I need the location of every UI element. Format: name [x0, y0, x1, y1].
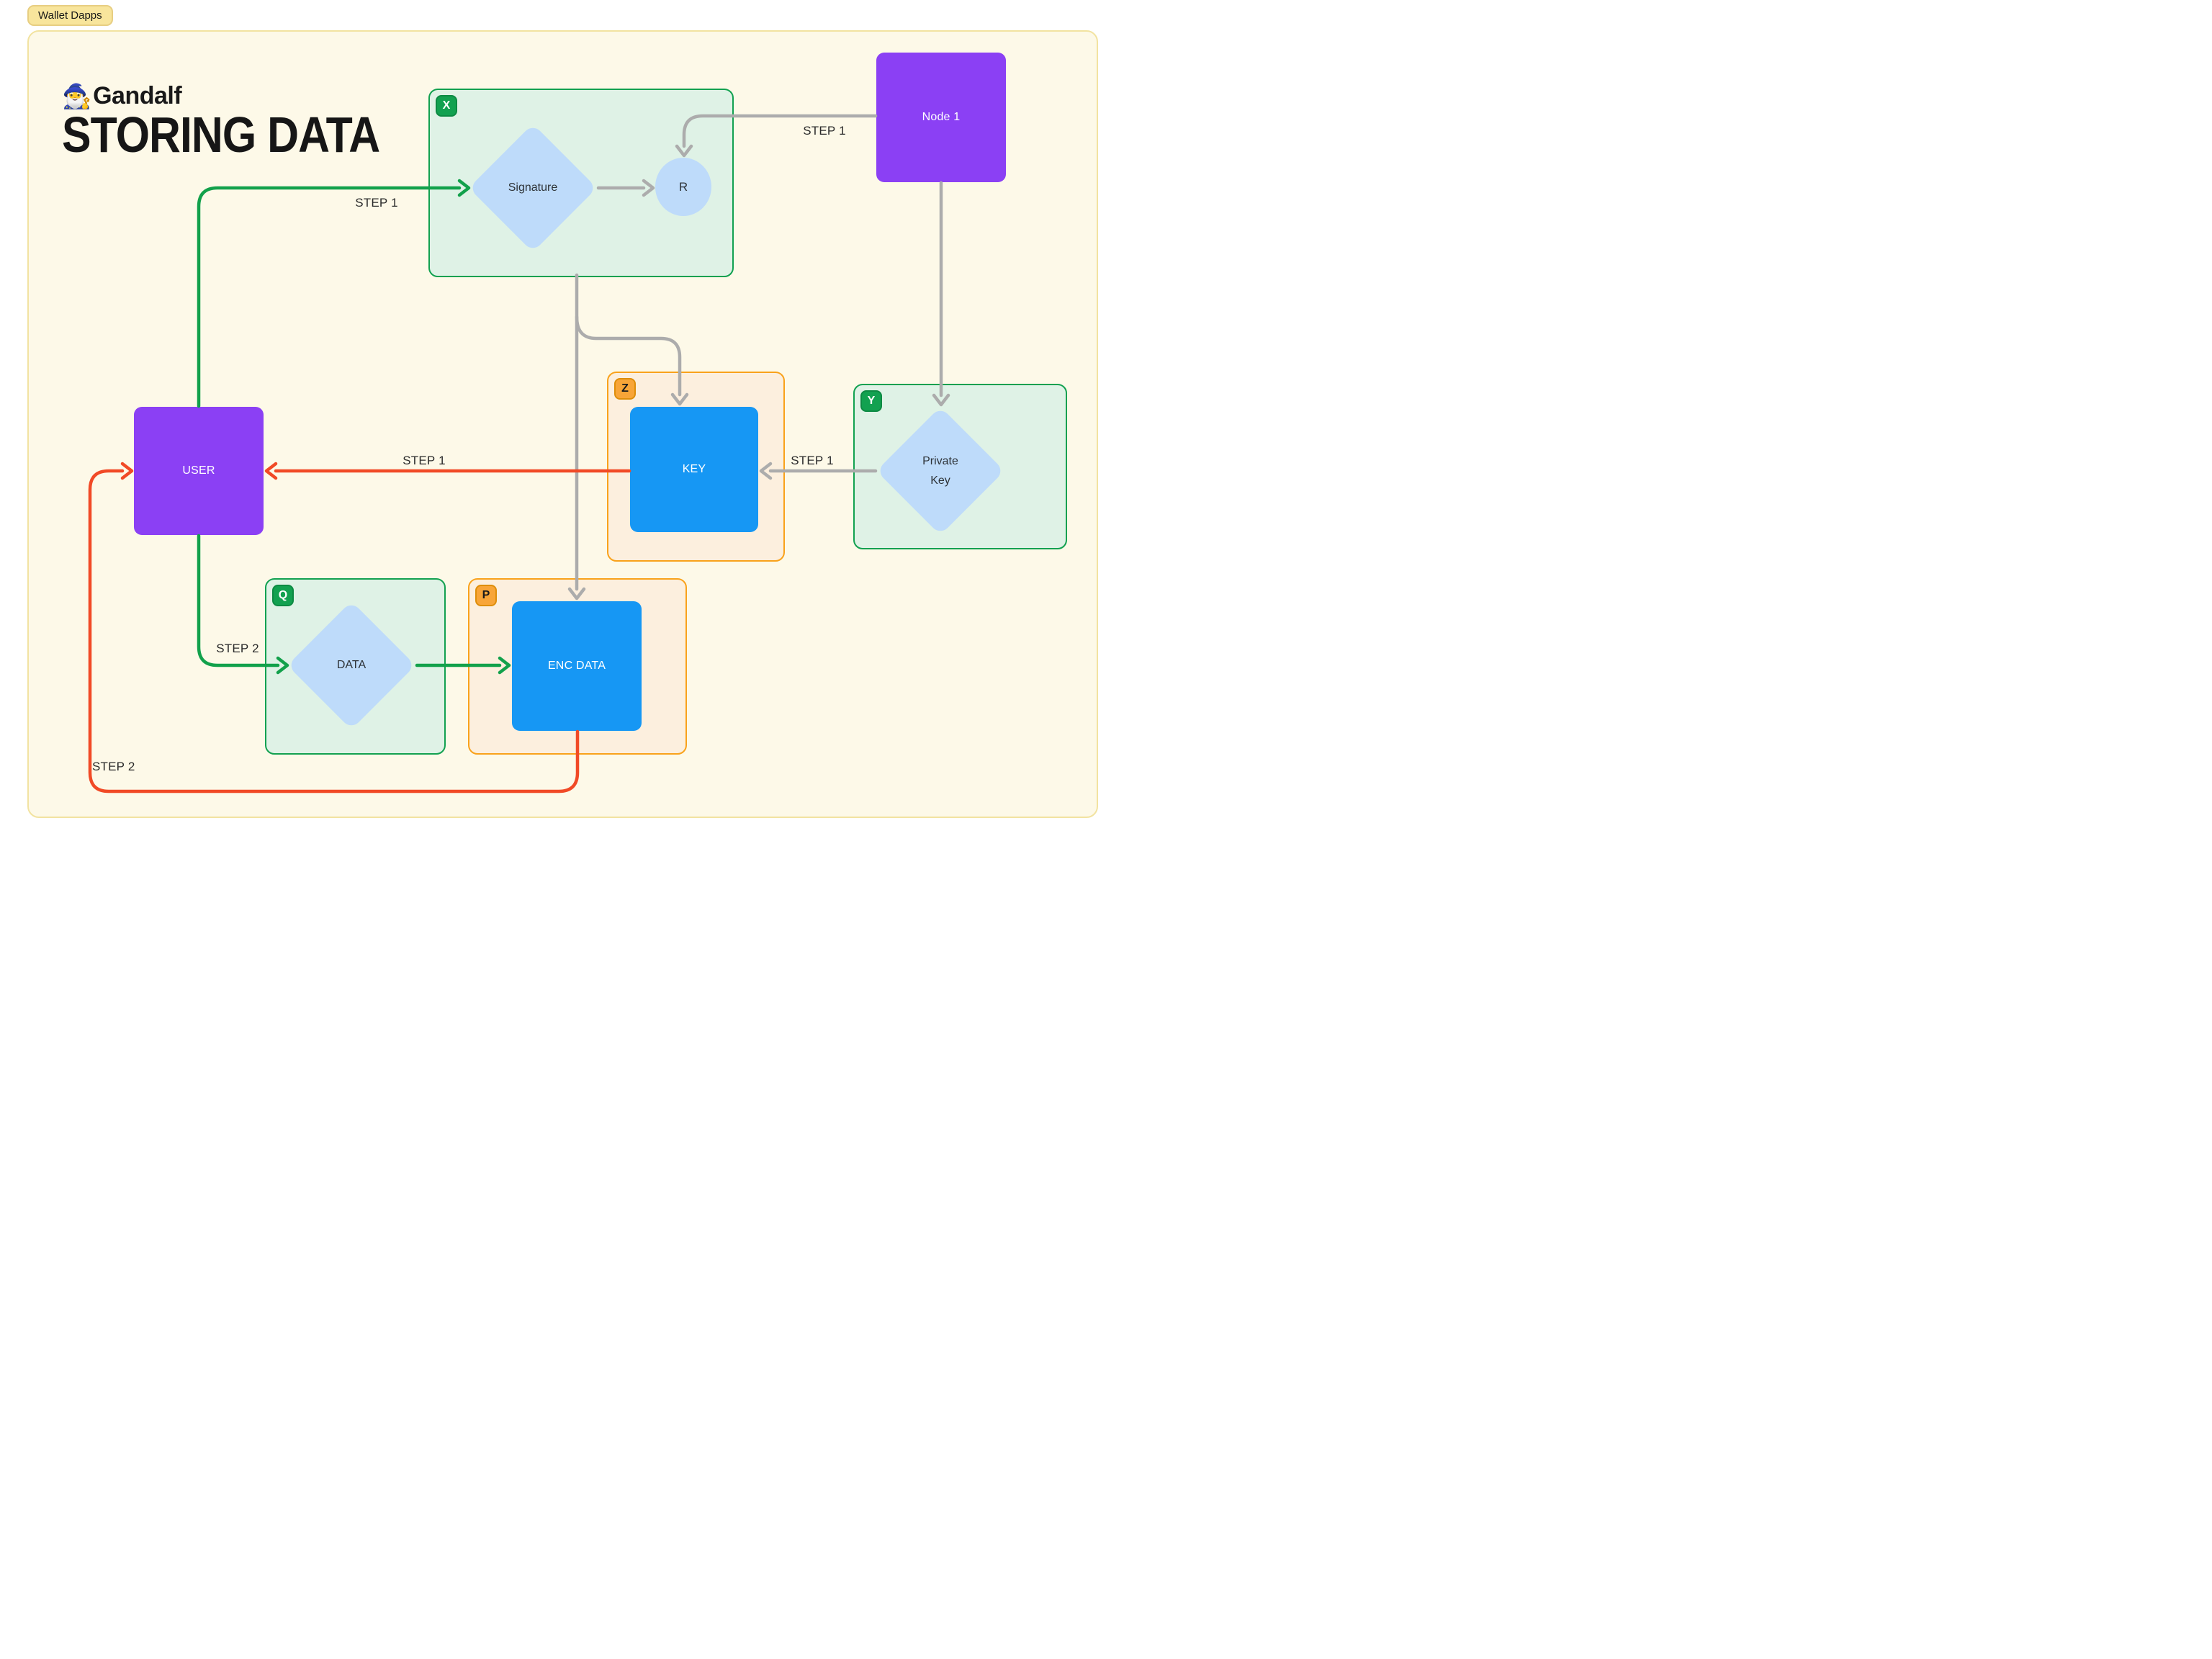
node-r[interactable]: R [655, 158, 711, 216]
node-node1[interactable]: Node 1 [876, 53, 1006, 182]
label-step1-key-user[interactable]: STEP 1 [403, 454, 446, 467]
frame-q-badge[interactable]: Q [272, 585, 294, 606]
page-title: STORING DATA [62, 107, 380, 163]
private-key-label: Private Key [922, 454, 958, 487]
label-step2-encdata-user[interactable]: STEP 2 [92, 760, 135, 773]
wizard-emoji-icon: 🧙‍♂️ [62, 82, 92, 109]
node-signature[interactable]: Signature [468, 123, 598, 253]
frame-y-badge[interactable]: Y [860, 390, 882, 412]
node-data[interactable]: DATA [287, 601, 416, 730]
label-step1-user-signature[interactable]: STEP 1 [355, 196, 398, 210]
whiteboard-stage: Wallet Dapps 🧙‍♂️ Gandalf STORING DATA X… [0, 0, 1106, 830]
node-enc-data[interactable]: ENC DATA [512, 601, 642, 731]
label-step1-node1-r[interactable]: STEP 1 [803, 124, 846, 138]
diagram-logo: 🧙‍♂️ Gandalf STORING DATA [62, 81, 396, 163]
brand-name: Gandalf [93, 81, 182, 109]
wallet-dapps-chip[interactable]: Wallet Dapps [27, 5, 113, 26]
node-user[interactable]: USER [134, 407, 264, 535]
frame-x-badge[interactable]: X [436, 95, 457, 117]
frame-p-badge[interactable]: P [475, 585, 497, 606]
signature-label: Signature [508, 181, 558, 194]
data-label: DATA [336, 659, 367, 672]
node-key[interactable]: KEY [630, 407, 758, 532]
label-step1-privatekey-key[interactable]: STEP 1 [791, 454, 834, 467]
label-step2-user-data[interactable]: STEP 2 [216, 642, 259, 655]
node-private-key[interactable]: Private Key [876, 406, 1005, 536]
frame-z-badge[interactable]: Z [614, 378, 636, 400]
